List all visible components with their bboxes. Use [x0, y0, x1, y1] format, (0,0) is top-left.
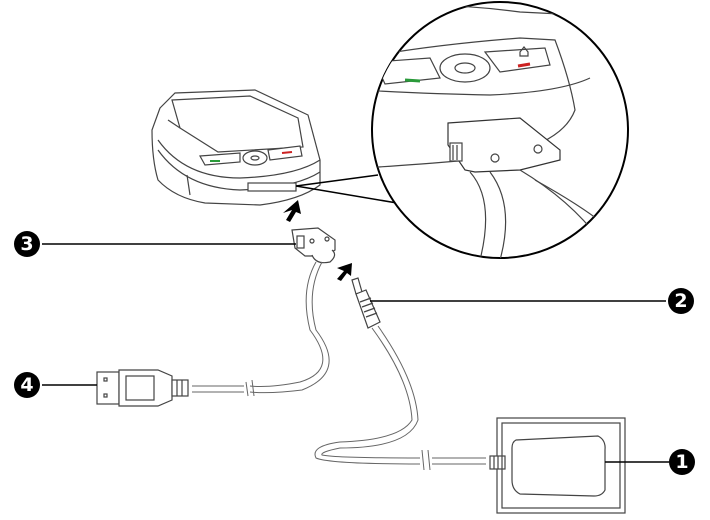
pda-device — [151, 89, 321, 206]
magnified-view — [371, 1, 629, 259]
callout-3: 3 — [14, 231, 40, 257]
callout-2: 2 — [668, 288, 694, 314]
insert-arrow-sync — [283, 200, 301, 222]
insert-arrow-dc — [337, 263, 352, 281]
magnifier-leader-lines — [295, 174, 398, 204]
dc-power-plug — [351, 277, 381, 329]
callout-4: 4 — [14, 372, 40, 398]
sync-connector — [291, 227, 336, 264]
usb-connector — [96, 369, 189, 407]
cables — [192, 261, 486, 471]
callout-leader-lines — [42, 243, 669, 463]
callout-1: 1 — [669, 449, 695, 475]
ac-adapter — [489, 417, 626, 514]
